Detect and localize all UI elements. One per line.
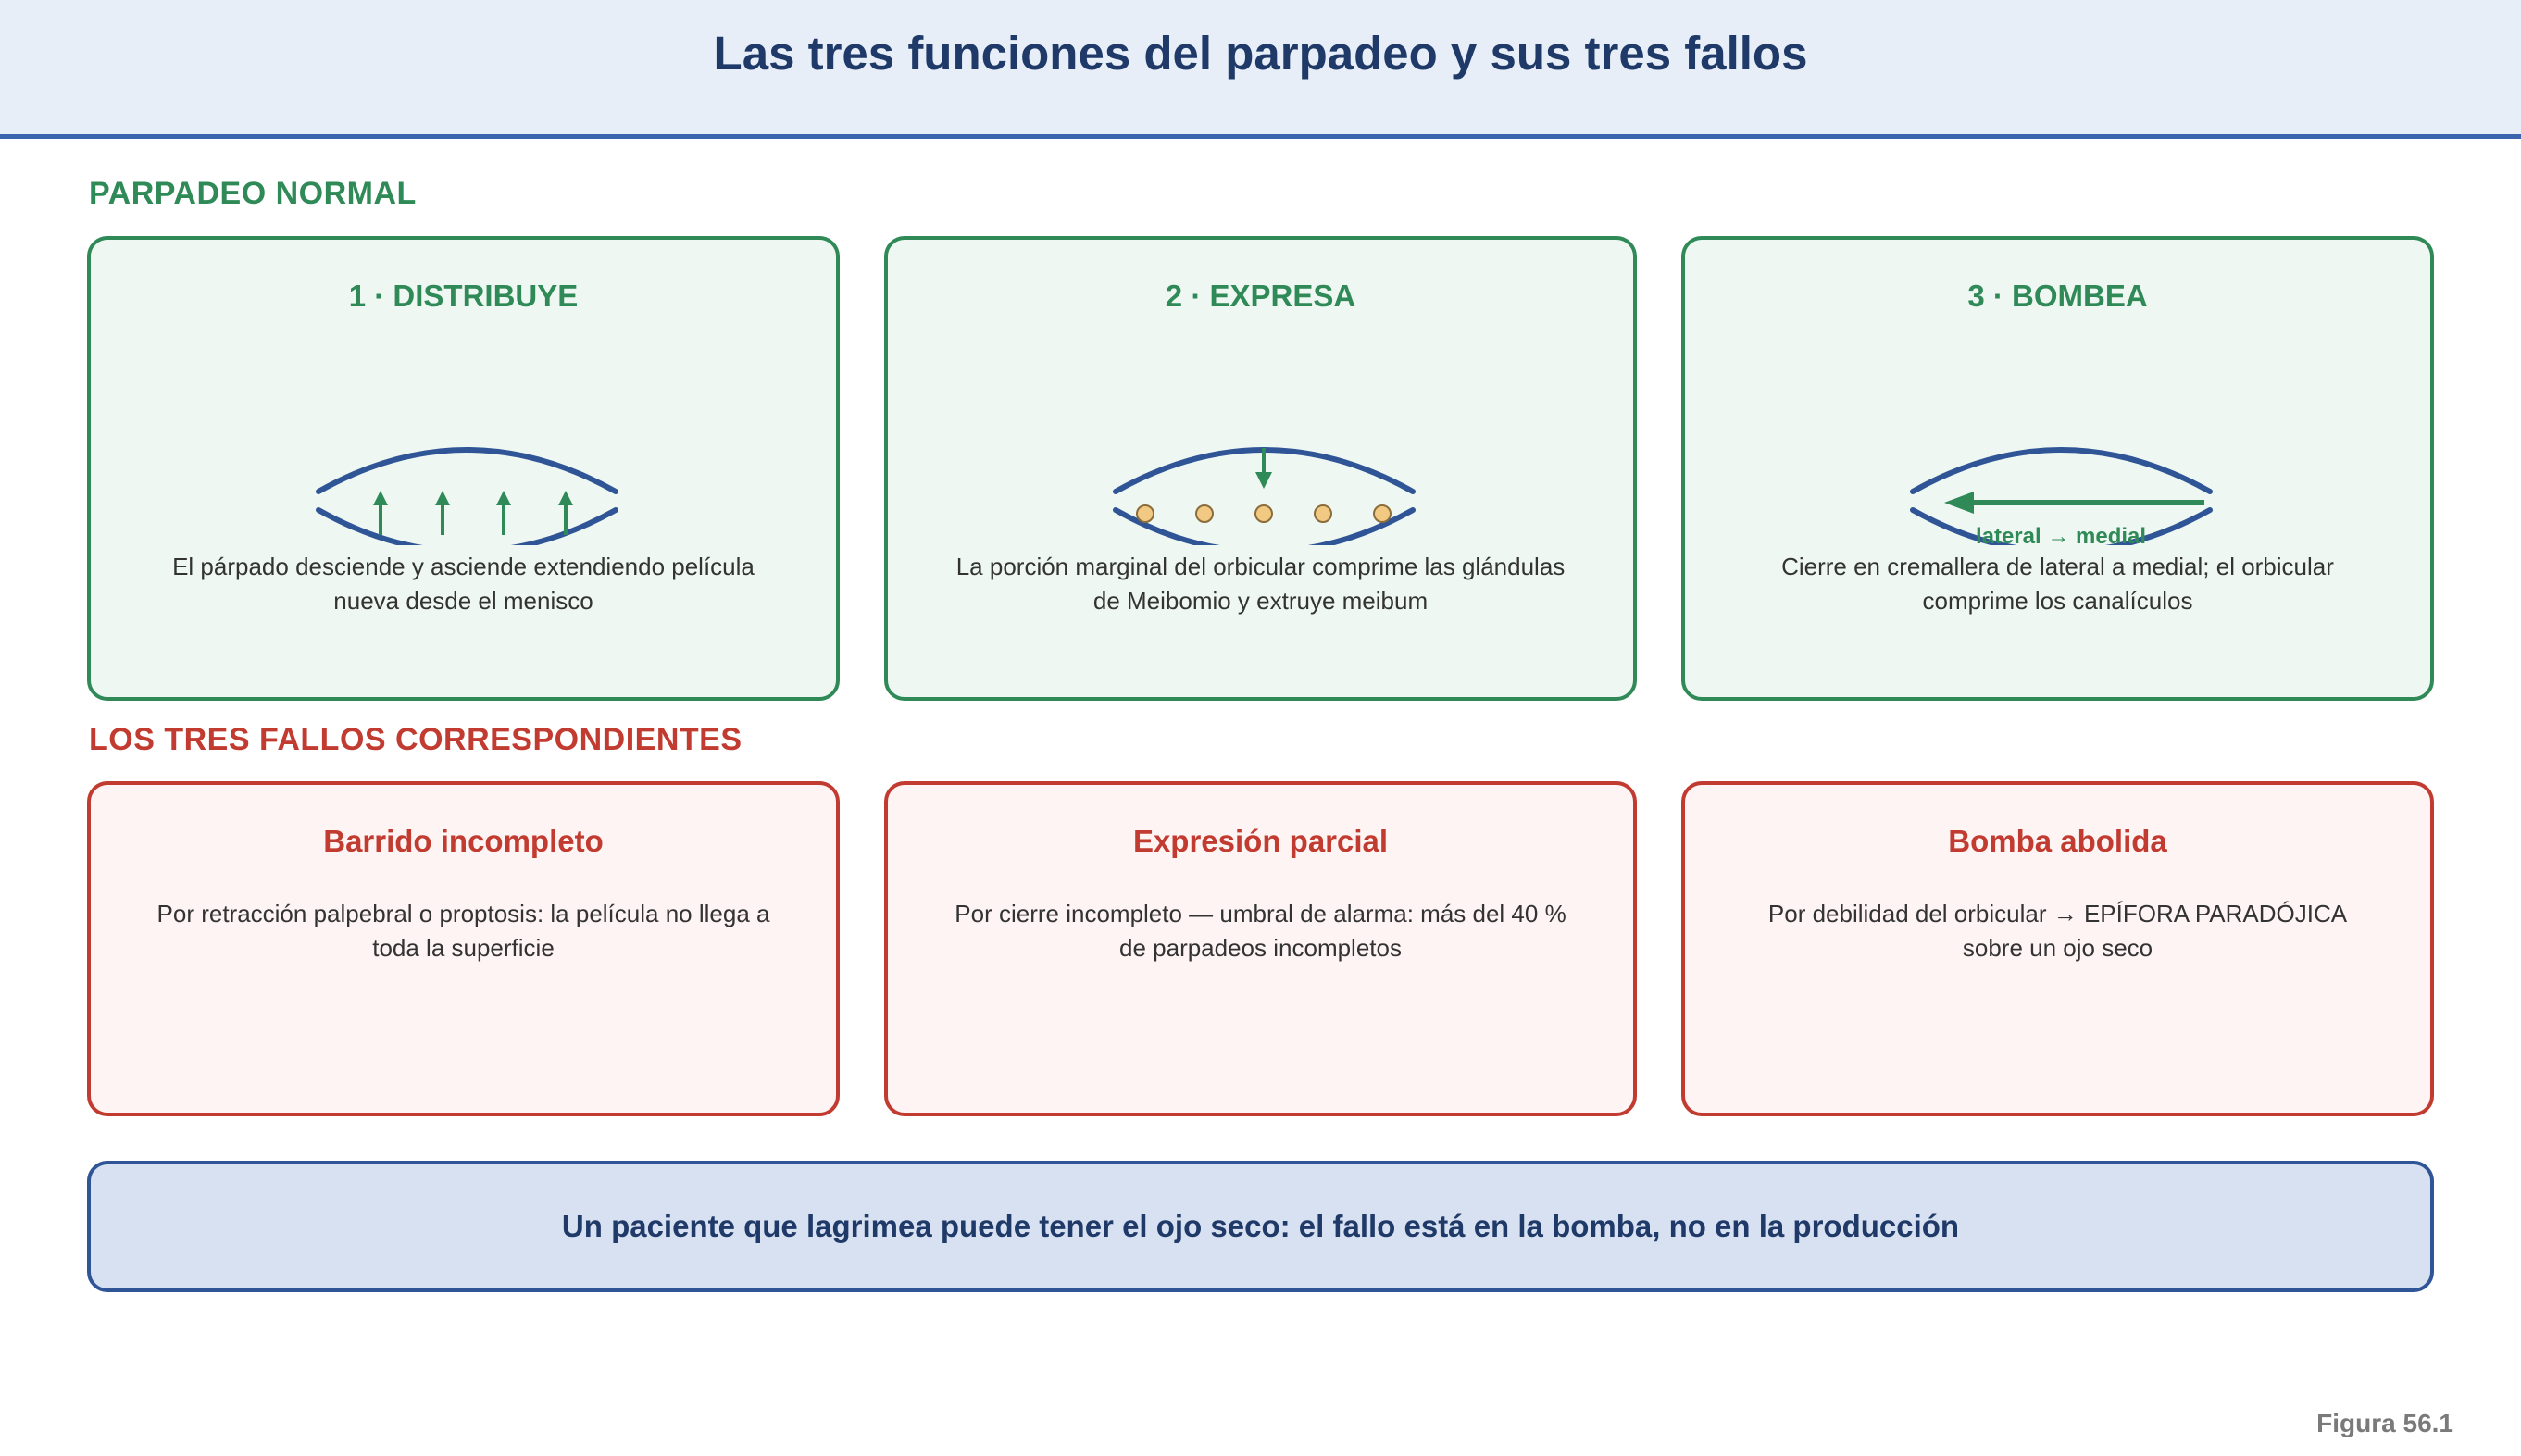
function-card-title: 3 · BOMBEA <box>1967 279 2148 313</box>
upward-arrow-icon <box>558 491 573 535</box>
section-label-failures: LOS TRES FALLOS CORRESPONDIENTES <box>89 722 743 757</box>
failure-card-incomplete-sweep: Barrido incompleto Por retracción palpeb… <box>87 781 840 1116</box>
takeaway-box: Un paciente que lagrimea puede tener el … <box>87 1161 2434 1292</box>
meibomian-gland-dot <box>1314 504 1332 523</box>
upward-arrow-icon <box>496 491 511 535</box>
failure-card-title: Expresión parcial <box>1132 824 1389 858</box>
express-illustration <box>1113 447 1416 545</box>
lower-lid-line <box>1113 507 1416 545</box>
function-card-title: 2 · EXPRESA <box>1165 279 1356 313</box>
section-label-normal: PARPADEO NORMAL <box>89 176 417 211</box>
header-band: Las tres funciones del parpadeo y sus tr… <box>0 0 2521 139</box>
meibomian-gland-dot <box>1136 504 1154 523</box>
failure-card-title: Bomba abolida <box>1948 824 2167 858</box>
function-card-description: La porción marginal del orbicular compri… <box>955 553 1566 615</box>
distribute-illustration <box>316 447 618 545</box>
upper-lid-line <box>1910 447 2213 494</box>
takeaway-text: Un paciente que lagrimea puede tener el … <box>561 1209 1960 1243</box>
pump-illustration: lateral → medial <box>1910 447 2213 545</box>
failure-card-partial-expression: Expresión parcial Por cierre incompleto … <box>884 781 1637 1116</box>
failure-card-description: Por cierre incompleto — umbral de alarma… <box>955 900 1566 962</box>
upward-arrow-icon <box>373 491 388 535</box>
failure-card-description: Por debilidad del orbicular → EPÍFORA PA… <box>1767 900 2348 962</box>
failure-card-title: Barrido incompleto <box>323 824 604 858</box>
function-card-description: Cierre en cremallera de lateral a medial… <box>1781 553 2334 615</box>
function-card-pump: 3 · BOMBEA lateral → medial Cierre en cr… <box>1681 236 2434 701</box>
function-card-description: El párpado desciende y asciende extendie… <box>172 553 755 615</box>
upper-lid-line <box>316 447 618 494</box>
lower-lid-line <box>316 507 618 545</box>
lower-lid-line <box>1910 507 2213 545</box>
meibomian-gland-dot <box>1195 504 1214 523</box>
failure-card-abolished-pump: Bomba abolida Por debilidad del orbicula… <box>1681 781 2434 1116</box>
downward-arrow-icon <box>1255 448 1272 489</box>
meibomian-gland-dot <box>1254 504 1273 523</box>
failure-card-description: Por retracción palpebral o proptosis: la… <box>156 900 770 962</box>
meibomian-gland-dot <box>1373 504 1392 523</box>
left-arrow-icon <box>1944 492 2204 514</box>
arrow-label: lateral → medial <box>1976 524 2146 545</box>
figure-label: Figura 56.1 <box>2316 1409 2453 1437</box>
function-card-title: 1 · DISTRIBUYE <box>348 279 579 313</box>
upward-arrow-icon <box>435 491 450 535</box>
function-card-distribute: 1 · DISTRIBUYE <box>87 236 840 701</box>
page-title: Las tres funciones del parpadeo y sus tr… <box>713 27 1808 80</box>
function-card-express: 2 · EXPRESA La porción marginal del orbi… <box>884 236 1637 701</box>
